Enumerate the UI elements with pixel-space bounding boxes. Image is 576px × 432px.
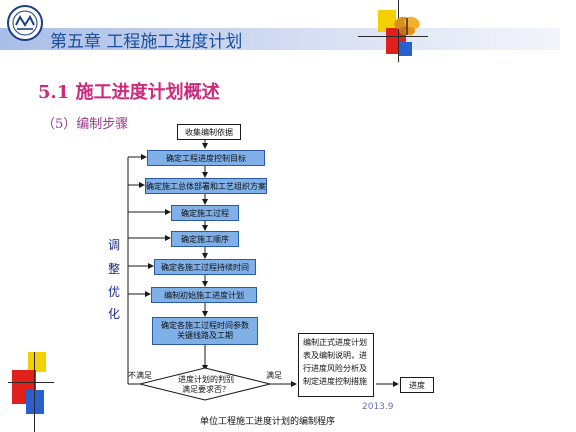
flow-step-label: 确定施工顺序	[181, 234, 229, 244]
side-label-char: 化	[108, 307, 121, 321]
end-box: 进度	[400, 377, 434, 393]
decision-diamond	[139, 367, 271, 401]
flow-step-label: 确定各施工过程时间参数关键线路及工期	[161, 321, 249, 340]
final-plan-label: 编制正式进度计划表及编制说明，进行进度风险分析及制定进度控制措施	[303, 338, 367, 386]
no-label: 不满足	[128, 371, 152, 380]
decision-label: 进度计划的判别 满足要求否？	[178, 375, 234, 394]
flow-step-label: 编制初始施工进度计划	[164, 290, 244, 300]
diagram-caption: 单位工程施工进度计划的编制程序	[200, 417, 336, 427]
final-plan-box: 编制正式进度计划表及编制说明，进行进度风险分析及制定进度控制措施	[298, 333, 374, 397]
flow-step-box: 确定工程进度控制目标	[147, 150, 265, 166]
university-logo-icon	[7, 5, 43, 41]
header-band	[0, 28, 560, 50]
flow-step-label: 确定工程进度控制目标	[166, 153, 246, 163]
subtitle: （5）编制步骤	[42, 117, 129, 132]
flow-step-label: 收集编制依据	[185, 127, 233, 137]
flow-step-box: 确定施工过程	[171, 205, 239, 221]
flow-step-box: 编制初始施工进度计划	[151, 287, 257, 303]
side-label-char: 优	[108, 285, 121, 299]
butterfly-icon	[394, 16, 420, 35]
decorative-squares-icon	[8, 352, 54, 432]
flow-step-label: 确定各施工过程持续时间	[161, 262, 249, 272]
flow-step-label: 确定施工过程	[181, 208, 229, 218]
side-label-char: 整	[108, 262, 121, 276]
flow-step-box: 确定各施工过程持续时间	[154, 259, 256, 275]
chapter-title: 第五章 工程施工进度计划	[50, 32, 243, 52]
flow-step-box: 确定施工顺序	[171, 231, 239, 247]
date-label: 2013.9	[362, 402, 394, 412]
yes-label: 满足	[266, 371, 282, 380]
flow-step-box: 确定各施工过程时间参数关键线路及工期	[152, 317, 258, 345]
decorative-squares-icon	[358, 0, 428, 62]
side-label-char: 调	[108, 238, 121, 252]
flow-step-label: 确定施工总体部署和工艺组织方案	[146, 181, 266, 191]
flow-step-box: 确定施工总体部署和工艺组织方案	[145, 178, 267, 194]
section-title: 5.1 施工进度计划概述	[38, 82, 220, 103]
flow-step-box: 收集编制依据	[177, 124, 241, 140]
end-label: 进度	[409, 380, 425, 390]
